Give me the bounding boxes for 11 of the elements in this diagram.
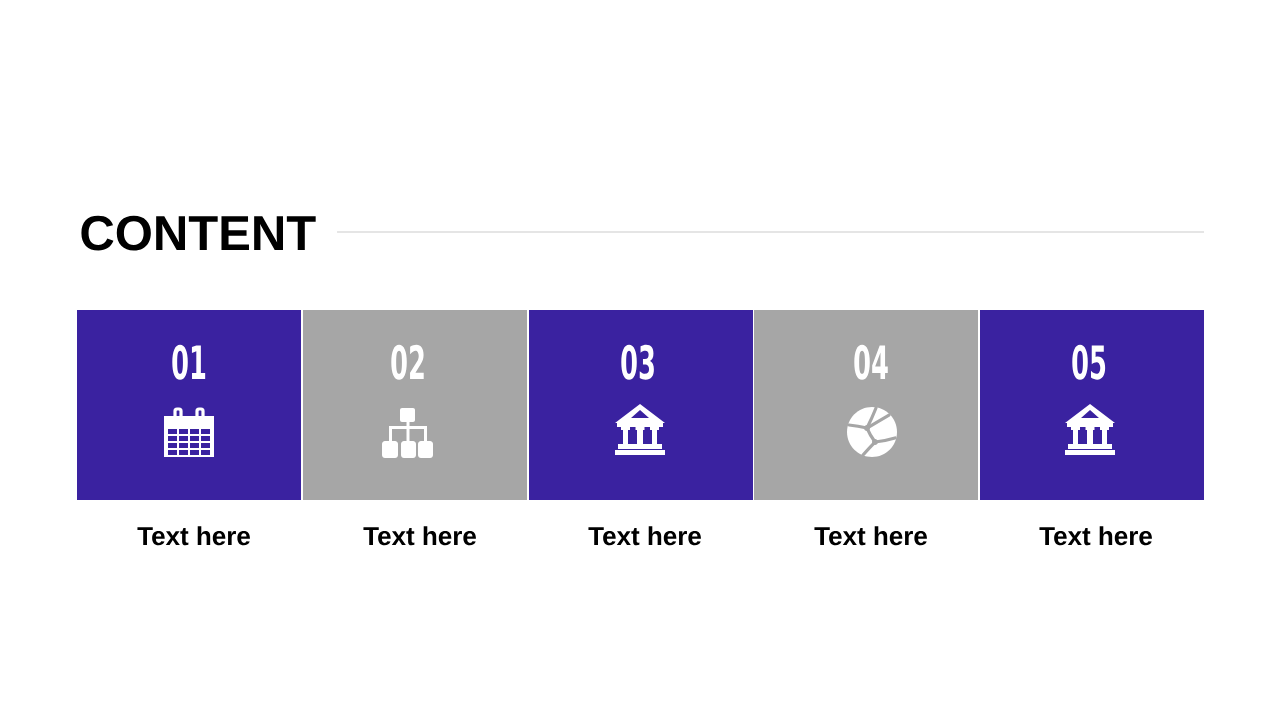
tile-caption: Text here xyxy=(588,526,701,546)
number-tile: 04 xyxy=(754,310,978,500)
tile-caption: Text here xyxy=(1039,526,1152,546)
number-tile: 03 xyxy=(529,310,753,500)
number-tile: 02 xyxy=(303,310,527,500)
number-tile: 05 xyxy=(980,310,1204,500)
tile-caption: Text here xyxy=(137,526,250,546)
tile-caption: Text here xyxy=(363,526,476,546)
number-tile: 01 xyxy=(77,310,301,500)
tile-caption: Text here xyxy=(814,526,927,546)
title: CONTENT xyxy=(81,215,316,251)
